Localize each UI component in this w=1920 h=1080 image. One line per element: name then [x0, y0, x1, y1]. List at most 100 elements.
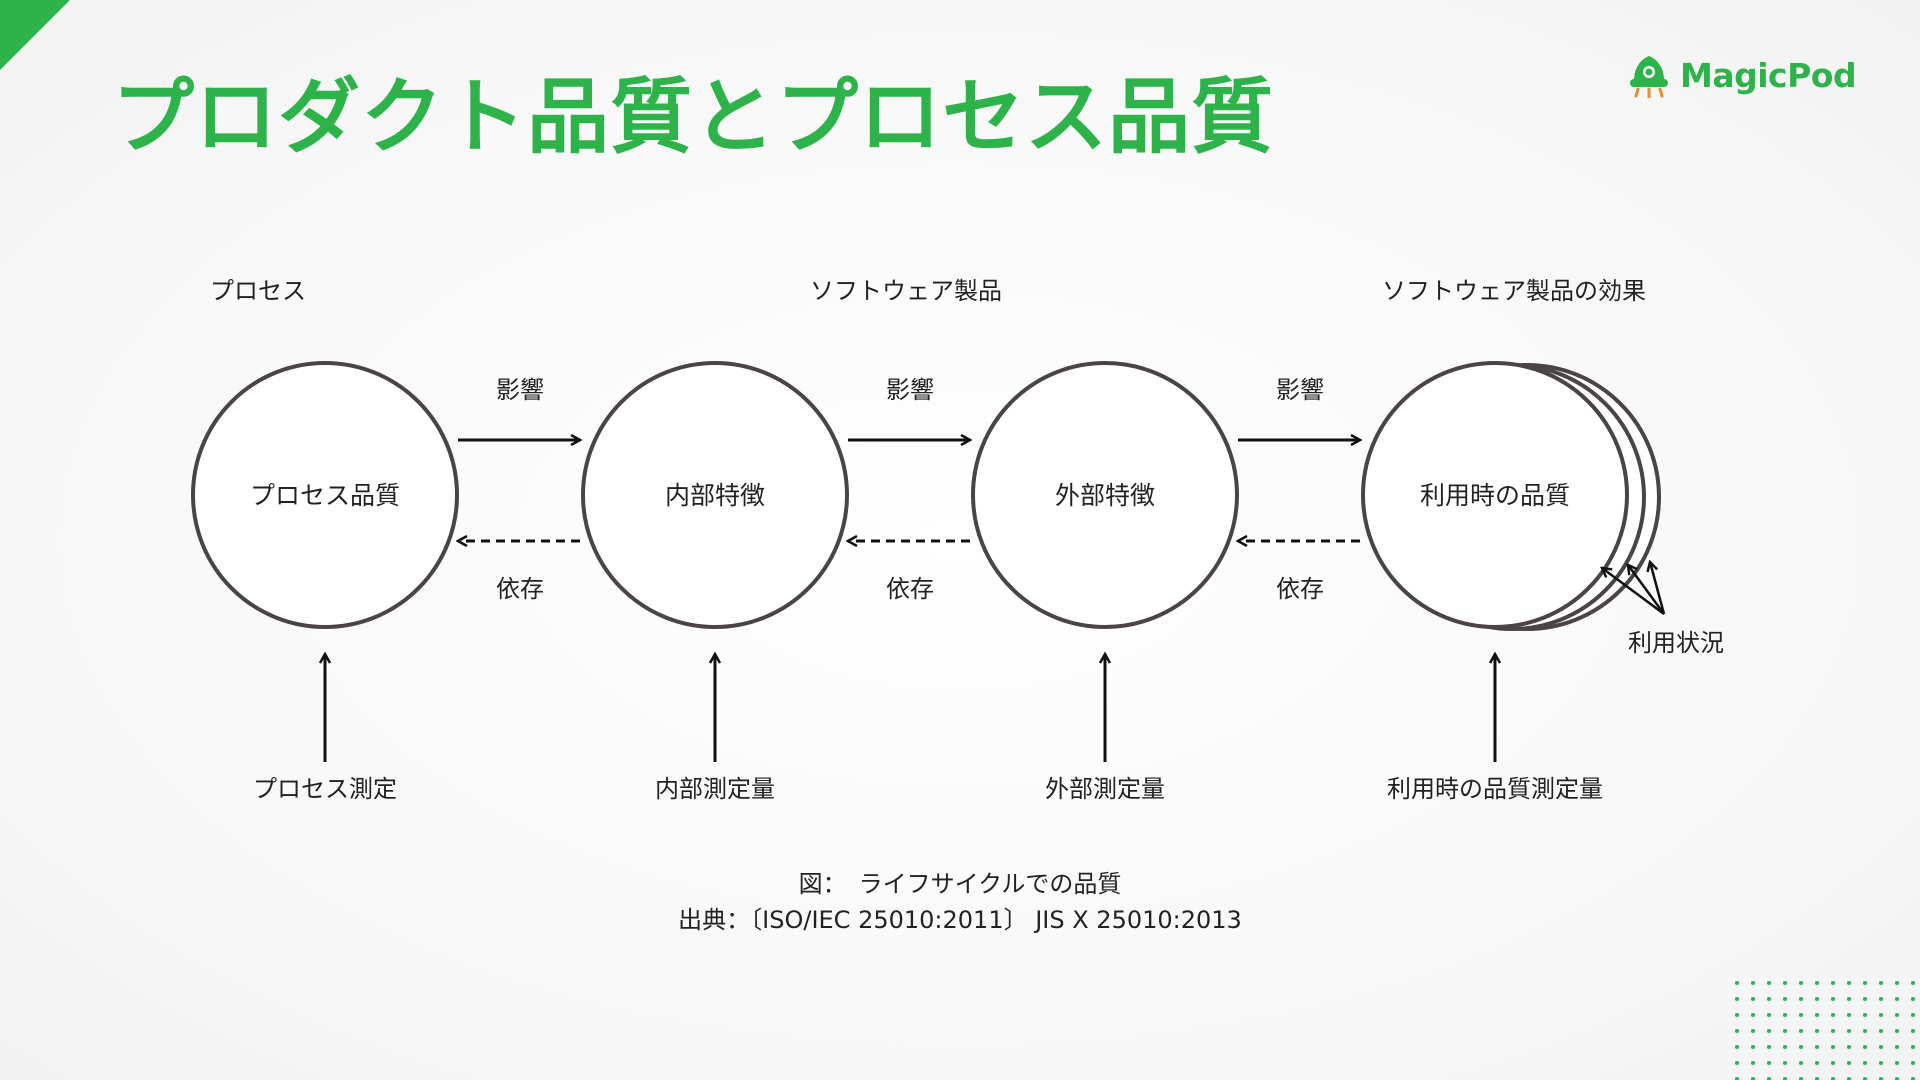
influence-label-1: 影響 [496, 376, 544, 404]
corner-accent [0, 0, 70, 70]
decoration-dot [1911, 981, 1915, 985]
decoration-dot [1847, 1061, 1851, 1065]
decoration-dot [1767, 981, 1771, 985]
decoration-dot [1895, 1013, 1899, 1017]
usage-context-label: 利用状況 [1628, 629, 1724, 657]
decoration-dot [1799, 1013, 1803, 1017]
decoration-dot [1863, 1029, 1867, 1033]
logo-text: MagicPod [1680, 55, 1857, 95]
decoration-dot [1783, 997, 1787, 1001]
decoration-dot [1735, 997, 1739, 1001]
usage-arrow-2 [1628, 565, 1666, 615]
decoration-dot [1767, 1077, 1771, 1080]
header-software-product: ソフトウェア製品 [810, 277, 1002, 305]
decoration-dot [1751, 1077, 1755, 1080]
decoration-dot [1879, 1061, 1883, 1065]
decoration-dot [1831, 1045, 1835, 1049]
decoration-dot [1815, 1077, 1819, 1080]
measure-label-process: プロセス測定 [253, 775, 397, 803]
decoration-dot [1911, 1061, 1915, 1065]
decoration-dot [1783, 1029, 1787, 1033]
page-title: プロダクト品質とプロセス品質 [112, 70, 1275, 165]
label-external-attributes: 外部特徴 [1055, 481, 1155, 510]
circle-internal-attributes [581, 361, 849, 629]
decoration-dot [1751, 1029, 1755, 1033]
decoration-dot [1879, 1045, 1883, 1049]
decoration-dot [1863, 1013, 1867, 1017]
decoration-dot [1895, 981, 1899, 985]
decoration-dot [1799, 981, 1803, 985]
decoration-dot [1831, 1029, 1835, 1033]
circle-external-attributes [971, 361, 1239, 629]
magicpod-logo: MagicPod [1626, 52, 1857, 98]
decoration-dot [1783, 981, 1787, 985]
decoration-dot [1831, 1077, 1835, 1080]
usage-arrow-1 [1602, 568, 1665, 616]
decoration-dot [1863, 997, 1867, 1001]
measure-label-in-use: 利用時の品質測定量 [1387, 775, 1603, 803]
decoration-dot [1847, 981, 1851, 985]
rocket-icon [1630, 56, 1668, 98]
decoration-dot [1751, 981, 1755, 985]
decoration-dot [1847, 997, 1851, 1001]
decoration-dot [1735, 981, 1739, 985]
decoration-dot [1783, 1045, 1787, 1049]
dependency-label-1: 依存 [496, 575, 544, 603]
decoration-dot [1751, 1061, 1755, 1065]
decoration-dot [1879, 981, 1883, 985]
decoration-dot [1815, 1061, 1819, 1065]
decoration-dot [1767, 1029, 1771, 1033]
decoration-dot [1879, 1013, 1883, 1017]
decoration-dot [1735, 1061, 1739, 1065]
circle-quality-in-use [1361, 361, 1629, 629]
decoration-dot [1911, 1077, 1915, 1080]
decoration-dot [1751, 1045, 1755, 1049]
influence-label-2: 影響 [886, 376, 934, 404]
decoration-dot [1911, 1045, 1915, 1049]
decoration-dot [1831, 1061, 1835, 1065]
decoration-dot [1863, 981, 1867, 985]
measure-label-internal: 内部測定量 [655, 775, 775, 803]
measure-label-external: 外部測定量 [1045, 775, 1165, 803]
label-process-quality: プロセス品質 [250, 481, 400, 510]
decoration-dot [1735, 1045, 1739, 1049]
decoration-dot [1911, 997, 1915, 1001]
decoration-dot [1895, 1061, 1899, 1065]
decoration-dot [1815, 1029, 1819, 1033]
dot-pattern-decoration [1735, 981, 1915, 1080]
decoration-dot [1831, 981, 1835, 985]
decoration-dot [1783, 1013, 1787, 1017]
decoration-dot [1767, 1013, 1771, 1017]
decoration-dot [1911, 1029, 1915, 1033]
decoration-dot [1847, 1013, 1851, 1017]
decoration-dot [1863, 1045, 1867, 1049]
decoration-dot [1767, 997, 1771, 1001]
decoration-dot [1799, 1061, 1803, 1065]
circle-process-quality [191, 361, 459, 629]
decoration-dot [1783, 1077, 1787, 1080]
decoration-dot [1815, 997, 1819, 1001]
decoration-dot [1735, 1077, 1739, 1080]
decoration-dot [1895, 997, 1899, 1001]
label-internal-attributes: 内部特徴 [665, 481, 765, 510]
decoration-dot [1863, 1061, 1867, 1065]
decoration-dot [1767, 1061, 1771, 1065]
usage-arrow-3 [1650, 562, 1666, 615]
decoration-dot [1799, 1077, 1803, 1080]
decoration-dot [1767, 1045, 1771, 1049]
decoration-dot [1879, 1029, 1883, 1033]
header-process: プロセス [210, 277, 306, 305]
decoration-dot [1847, 1029, 1851, 1033]
decoration-dot [1735, 1013, 1739, 1017]
decoration-dot [1815, 1045, 1819, 1049]
decoration-dot [1751, 1013, 1755, 1017]
decoration-dot [1847, 1045, 1851, 1049]
decoration-dot [1863, 1077, 1867, 1080]
decoration-dot [1799, 1029, 1803, 1033]
decoration-dot [1735, 1029, 1739, 1033]
figure-source: 出典：〔ISO/IEC 25010:2011〕 JIS X 25010:2013 [678, 906, 1242, 934]
decoration-dot [1879, 1077, 1883, 1080]
decoration-dot [1879, 997, 1883, 1001]
header-product-effect: ソフトウェア製品の効果 [1382, 277, 1646, 305]
